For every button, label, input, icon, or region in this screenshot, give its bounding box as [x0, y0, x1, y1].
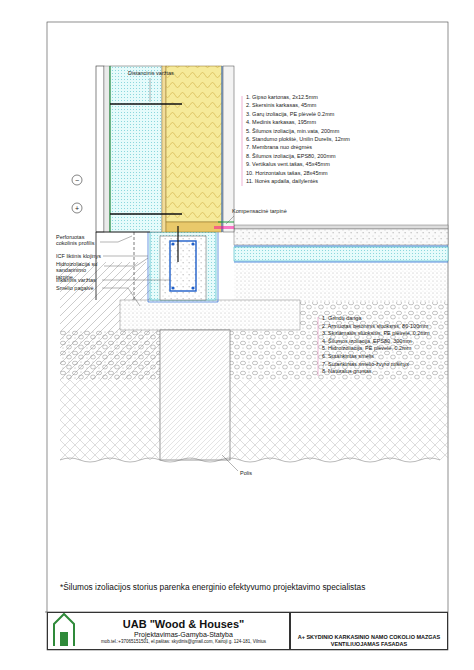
callout-label: 6. Sutankintas smėlis: [322, 353, 374, 359]
sign-symbol: −: [72, 176, 82, 185]
callout-label: 9. Vertikalus vent.tašas, 45x45mm: [246, 161, 330, 167]
callout-label: ICF liktinis klojinys: [56, 253, 101, 259]
callout-label: 4. Šilumos izoliacija, EPS80, 300mm: [322, 338, 412, 344]
callout-label: 1. Grindų danga: [322, 315, 361, 321]
callout-label: 5. Hidroizoliacija, PE plėvelė, 0.2mm: [322, 345, 411, 351]
callout-label: 8. Natūralus gruntas: [322, 368, 372, 374]
title-block-cell: A+ SKYDINIO KARKASINIO NAMO COKOLIO MAZG…: [290, 612, 448, 650]
title-text: A+ SKYDINIO KARKASINIO NAMO COKOLIO MAZG…: [295, 634, 443, 647]
note-text: *Šilumos izoliacijos storius parenka ene…: [60, 583, 365, 593]
callout-label: 8. Šilumos izoliacija, EPS80, 200mm: [246, 153, 336, 159]
callout-label: 5. Šilumos izoliacija, min.vata, 200mm: [246, 128, 339, 134]
callout-label: Perforuotas cokolinis profilis: [56, 234, 100, 247]
callout-label: 3. Skiriamasis sluoksnis, PE plėvelė, 0.…: [322, 330, 430, 336]
callout-label: Inkarinis varžtas: [56, 277, 96, 283]
callout-label: 3. Garų izoliacija, PE plėvelė 0.2mm: [246, 111, 334, 117]
title-text: Projektavimas-Gamyba-Statyba: [82, 631, 285, 639]
callout-label: 2. Skersinis karkasas, 45mm: [246, 102, 316, 108]
title-block-cell: UAB "Wood & Houses"Projektavimas-Gamyba-…: [47, 612, 290, 650]
title-text: mob.tel.:+37065151501, el.paštas: skydin…: [82, 639, 285, 644]
callout-label: Kompensacinė tarpinė: [232, 208, 287, 214]
callout-label: 11. Išorės apdaila, dailylentės: [246, 178, 318, 184]
callout-label: 7. Membrana nuo drėgmės: [246, 144, 312, 150]
sign-symbol: +: [72, 204, 82, 213]
callout-label: 4. Medinis karkasas, 195mm: [246, 119, 316, 125]
callout-label: 1. Gipso kartonas, 2x12.5mm: [246, 94, 318, 100]
callout-label: 6. Standumo plokštė, Unilin Durelis, 12m…: [246, 136, 350, 142]
title-text: UAB "Wood & Houses": [82, 618, 285, 631]
callout-label: 2. Armuotas betoninis sluoksnis, 80-100m…: [322, 323, 428, 329]
callout-label: Smėlio pagalvė: [56, 285, 94, 291]
callout-label: 10. Horizontalus tašas, 28x45mm: [246, 170, 328, 176]
callout-label: Distancinis varžtas: [128, 70, 174, 76]
callout-label: 7. Sutankintas smėlio-žvyro mišinys: [322, 361, 409, 367]
callout-label: Polis: [240, 470, 252, 476]
